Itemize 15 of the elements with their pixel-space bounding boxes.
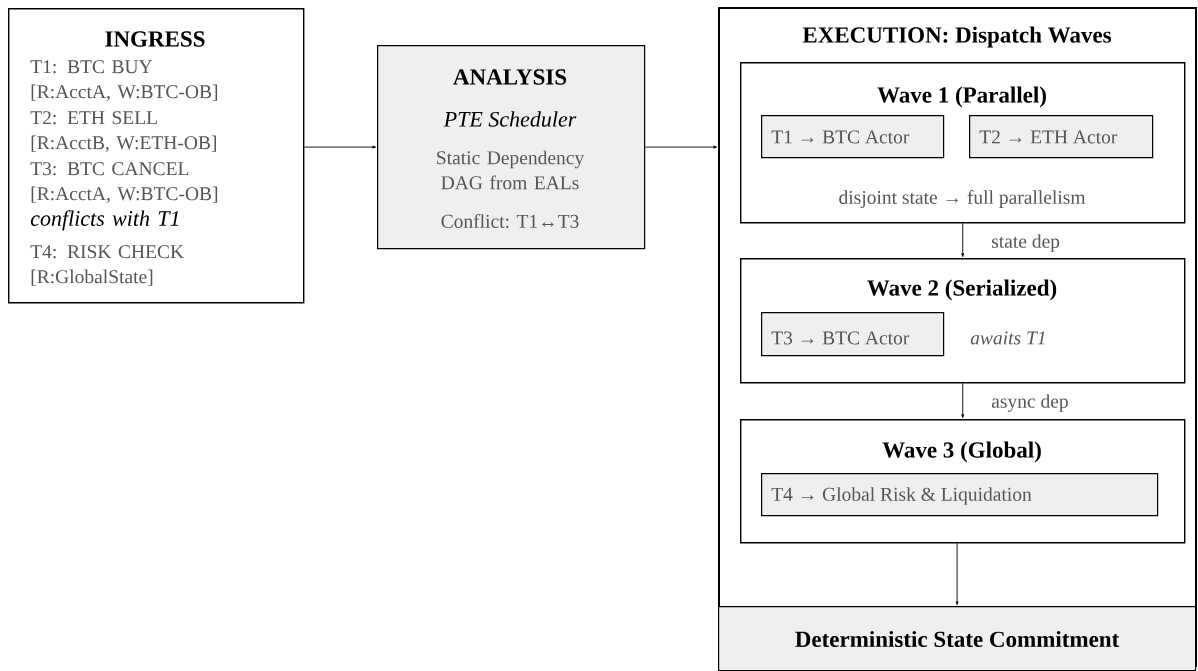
arrow [961, 222, 965, 257]
task-box: T1 → BTC Actor [761, 115, 945, 159]
input-panel: INGRESS T1: BTC BUY [R:AcctA, W:BTC-OB] T2: ETH SELL [R:AcctB, W:ETH-OB] T3: BTC CANCEL [R:AcctA, W:BTC-OB] conflicts with T1 T4: RISK CHECK [R:GlobalState] [8, 8, 305, 304]
edge-label: async dep [990, 393, 1070, 413]
process-box: ANALYSIS PTE Scheduler Static Dependency DAG from EALs Conflict: T1↔T3 [377, 45, 646, 250]
result-band: Deterministic State Commitment [718, 606, 1197, 671]
arrow [303, 145, 377, 149]
arrow [644, 145, 718, 149]
task-box: T4 → Global Risk & Liquidation [761, 473, 1159, 517]
task-box: T2 → ETH Actor [969, 115, 1154, 159]
arrow [961, 382, 965, 418]
edge-label: state dep [990, 233, 1061, 253]
arrow [955, 542, 959, 606]
task-box: T3 → BTC Actor [761, 312, 945, 357]
note-text: awaits T1 [970, 331, 1045, 345]
